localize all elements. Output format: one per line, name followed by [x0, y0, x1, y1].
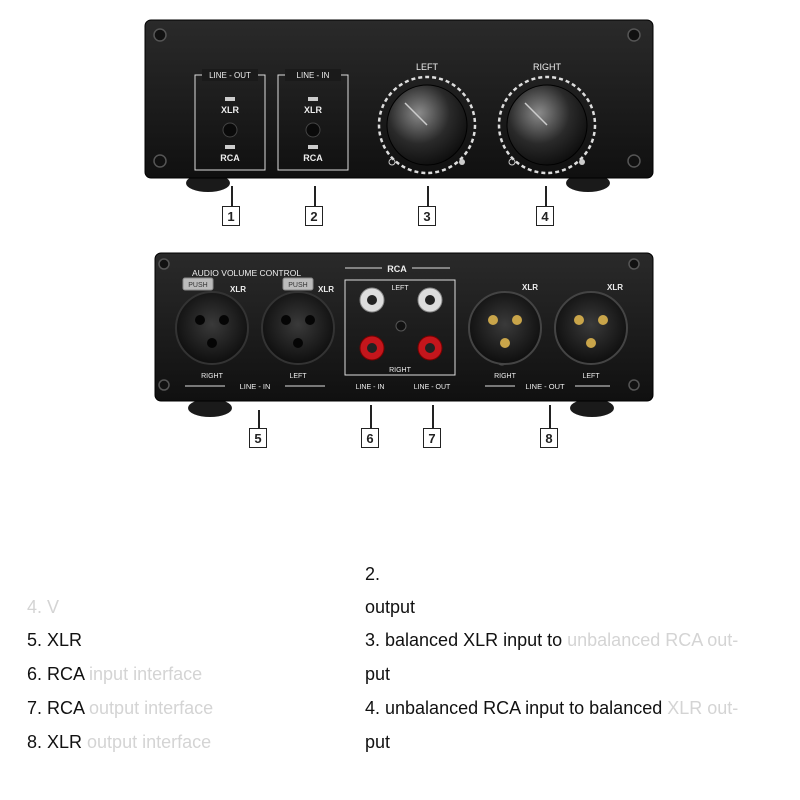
back-title: AUDIO VOLUME CONTROL	[192, 268, 301, 278]
xlr-out-right-label: RIGHT	[494, 373, 517, 380]
callout-line	[258, 410, 260, 428]
front-line-in-label: LINE - IN	[297, 71, 330, 80]
xlr-in-label-left: XLR	[318, 285, 334, 294]
rca-line-out-label: LINE - OUT	[414, 384, 451, 391]
screw-icon	[627, 28, 641, 42]
screw-icon	[158, 379, 170, 391]
xlr-input-left-jack[interactable]	[261, 291, 335, 365]
xlr-in-right-label: RIGHT	[201, 373, 224, 380]
legend-item-8-text: 8. XLR	[27, 732, 83, 752]
screw-icon	[153, 154, 167, 168]
rca-right-label: RIGHT	[389, 367, 412, 374]
right-knob-label: RIGHT	[533, 62, 562, 72]
legend-right-line-2: output	[365, 597, 416, 617]
screw-icon	[627, 154, 641, 168]
callout-6: 6	[361, 428, 379, 448]
push-tab[interactable]	[182, 277, 214, 291]
front-xlr-label: XLR	[221, 105, 240, 115]
push-label: PUSH	[188, 282, 207, 289]
legend-right-line-4: put	[365, 664, 391, 684]
legend-right-line-3-text: 3. balanced XLR input to	[365, 630, 568, 650]
back-rca-title: RCA	[387, 264, 407, 274]
legend-right-line-5-faded: XLR out-	[667, 698, 739, 718]
foot	[570, 399, 614, 417]
callout-line	[545, 186, 547, 206]
legend-item-8-faded: output interface	[82, 732, 212, 752]
line-in-selector-button[interactable]	[305, 122, 321, 138]
legend-item-6-faded: input interface	[84, 664, 203, 684]
legend-item-7-faded: output interface	[84, 698, 214, 718]
legend-item-6-text: 6. RCA	[27, 664, 85, 684]
legend-right-line-1: 2.	[365, 564, 381, 584]
callout-8: 8	[540, 428, 558, 448]
legend-right-line-5-text: 4. unbalanced RCA input to balanced	[365, 698, 668, 718]
rca-left-label: LEFT	[391, 285, 409, 292]
legend-item-4: 4. V	[27, 597, 60, 617]
xlr-in-left-label: LEFT	[289, 373, 307, 380]
xlr-out-label-left: XLR	[607, 283, 623, 292]
legend-item-7: 7. RCA output interface	[27, 698, 213, 719]
callout-1: 1	[222, 206, 240, 226]
screw-icon	[158, 258, 170, 270]
xlr-input-right-jack[interactable]	[175, 291, 249, 365]
legend-item-6: 6. RCA input interface	[27, 664, 202, 685]
callout-7: 7	[423, 428, 441, 448]
rca-line-in-label: LINE - IN	[356, 384, 385, 391]
left-knob-scale	[377, 75, 477, 175]
xlr-output-left-jack[interactable]	[554, 291, 628, 365]
legend-right-line-6: put	[365, 732, 391, 752]
right-knob-scale	[497, 75, 597, 175]
front-rca-label: RCA	[220, 153, 240, 163]
xlr-in-label-right: XLR	[230, 285, 246, 294]
front-rca-label-2: RCA	[303, 153, 323, 163]
screw-icon	[395, 320, 407, 332]
left-knob-label: LEFT	[416, 62, 439, 72]
back-line-out-label: LINE - OUT	[525, 382, 565, 391]
screw-icon	[628, 258, 640, 270]
callout-line	[370, 405, 372, 428]
line-out-selector-button[interactable]	[222, 122, 238, 138]
screw-icon	[628, 379, 640, 391]
callout-4: 4	[536, 206, 554, 226]
back-panel-device: AUDIO VOLUME CONTROL RCA PUSH XLR PUSH X…	[154, 252, 654, 417]
legend-right-line-3: 3. balanced XLR input to unbalanced RCA …	[365, 630, 738, 651]
screw-icon	[153, 28, 167, 42]
callout-5: 5	[249, 428, 267, 448]
back-line-in-label: LINE - IN	[240, 382, 271, 391]
front-line-out-label: LINE - OUT	[209, 71, 251, 80]
callout-2: 2	[305, 206, 323, 226]
legend-right-line-3-faded: unbalanced RCA out-	[567, 630, 739, 650]
front-panel-device: LINE - OUT XLR RCA LINE - IN XLR RCA LEF…	[144, 19, 654, 192]
rca-box	[344, 279, 456, 376]
legend-item-7-text: 7. RCA	[27, 698, 85, 718]
callout-line	[231, 186, 233, 206]
legend-item-8: 8. XLR output interface	[27, 732, 211, 753]
xlr-out-label-right: XLR	[522, 283, 538, 292]
front-xlr-label-2: XLR	[304, 105, 323, 115]
legend-item-5: 5. XLR	[27, 630, 82, 651]
xlr-out-left-label: LEFT	[582, 373, 600, 380]
callout-3: 3	[418, 206, 436, 226]
push-tab[interactable]	[282, 277, 314, 291]
callout-line	[314, 186, 316, 206]
xlr-output-right-jack[interactable]	[468, 291, 542, 365]
foot	[188, 399, 232, 417]
push-label-2: PUSH	[288, 282, 307, 289]
callout-line	[427, 186, 429, 206]
legend-right-line-5: 4. unbalanced RCA input to balanced XLR …	[365, 698, 738, 719]
callout-line	[549, 405, 551, 428]
callout-line	[432, 405, 434, 428]
legend-item-5-text: 5. XLR	[27, 630, 83, 650]
